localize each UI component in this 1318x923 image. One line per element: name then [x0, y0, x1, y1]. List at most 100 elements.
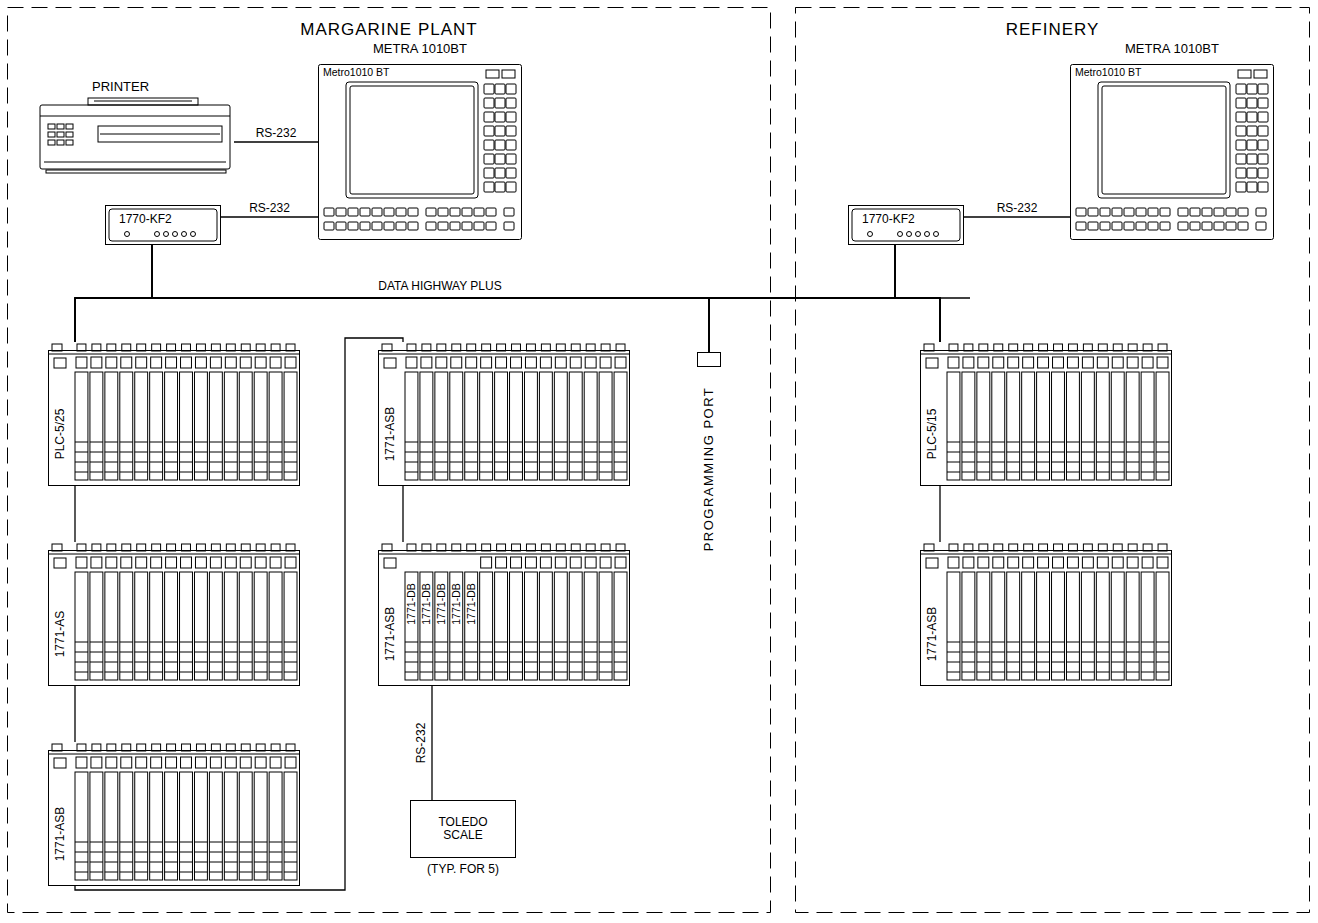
io-module	[569, 572, 582, 680]
module-stripe	[435, 452, 448, 453]
slot-latch	[76, 557, 87, 568]
rack-pin	[1098, 544, 1107, 551]
rack-drawing	[920, 342, 1172, 486]
io-module	[224, 772, 237, 880]
slot-latch	[1023, 557, 1034, 568]
terminal-key	[495, 112, 505, 122]
io-module	[254, 772, 267, 880]
connector	[431, 686, 432, 800]
slot-latch	[1157, 557, 1168, 568]
module-stripe	[569, 642, 582, 643]
printer-key	[66, 124, 73, 129]
slot-latch	[1142, 557, 1153, 568]
slot-latch	[91, 757, 102, 768]
terminal-key	[1236, 98, 1246, 108]
module-stripe	[420, 672, 433, 673]
module-stripe	[1081, 642, 1094, 643]
module-stripe	[1141, 442, 1154, 443]
io-module	[510, 572, 523, 680]
rack-pin	[52, 744, 62, 751]
slot-line	[100, 134, 220, 135]
io-module	[1022, 572, 1035, 680]
slot-latch	[210, 357, 221, 368]
module-stripe	[165, 442, 178, 443]
terminal-key	[372, 222, 382, 230]
module-stripe	[962, 472, 975, 473]
module-stripe	[224, 652, 237, 653]
module-stripe	[450, 452, 463, 453]
io-module	[165, 572, 178, 680]
connector-label: RS-232	[995, 202, 1040, 215]
slot-latch	[963, 357, 974, 368]
rack-connector	[54, 358, 66, 368]
slot-latch	[585, 357, 596, 368]
module-stripe	[962, 662, 975, 663]
rack-pin	[482, 344, 491, 351]
io-module	[480, 572, 493, 680]
slot-latch	[963, 557, 974, 568]
interface-module: 1770-KF2	[105, 205, 221, 245]
module-stripe	[1141, 462, 1154, 463]
io-module	[947, 372, 960, 480]
module-stripe	[1156, 662, 1169, 663]
rack-pin	[286, 744, 295, 751]
terminal-key	[1247, 140, 1257, 150]
module-stripe	[1081, 472, 1094, 473]
slot-latch	[600, 357, 611, 368]
terminal-key	[462, 222, 472, 230]
module-stripe	[1066, 452, 1079, 453]
programming-port: PROGRAMMING PORT	[697, 352, 721, 367]
slot-latch	[1008, 357, 1019, 368]
io-module	[1156, 572, 1169, 680]
module-stripe	[135, 842, 148, 843]
rack-pin	[1009, 344, 1018, 351]
connector	[234, 141, 318, 142]
device-label: 1771-DB	[451, 583, 462, 624]
terminal-key	[450, 222, 460, 230]
module-stripe	[284, 662, 297, 663]
module-stripe	[435, 662, 448, 663]
slot-latch	[540, 357, 551, 368]
io-module	[947, 572, 960, 680]
terminal-key	[484, 98, 494, 108]
module-stripe	[524, 672, 537, 673]
device-label: 1771-DB	[421, 583, 432, 624]
io-module	[435, 572, 448, 680]
terminal-frame	[1071, 65, 1274, 240]
io-module	[90, 372, 103, 480]
terminal-key	[1247, 98, 1257, 108]
status-led	[125, 232, 130, 237]
rack-pin	[122, 344, 131, 351]
module-stripe	[165, 852, 178, 853]
terminal-key	[462, 208, 472, 216]
module-stripe	[584, 472, 597, 473]
io-module	[135, 372, 148, 480]
rack-pin	[167, 344, 176, 351]
module-stripe	[120, 842, 133, 843]
module-stripe	[510, 662, 523, 663]
terminal-key	[384, 208, 394, 216]
rack-drawing	[378, 342, 630, 486]
io-module	[584, 372, 597, 480]
rack-drawing	[48, 342, 300, 486]
module-stripe	[1156, 672, 1169, 673]
rack-pin	[964, 344, 973, 351]
slot-latch	[585, 557, 596, 568]
module-stripe	[495, 472, 508, 473]
module-stripe	[165, 472, 178, 473]
module-stripe	[1022, 662, 1035, 663]
module-stripe	[120, 872, 133, 873]
module-stripe	[962, 452, 975, 453]
rack-chassis	[379, 551, 630, 686]
rack-pin	[512, 344, 521, 351]
device-label: 1771-ASB	[384, 607, 397, 662]
rack-pin	[437, 344, 446, 351]
io-module	[165, 372, 178, 480]
slot-latch	[240, 557, 251, 568]
rack-pin	[1068, 344, 1077, 351]
slot-latch	[496, 557, 507, 568]
terminal-key	[1258, 182, 1268, 192]
rack-pin	[1098, 344, 1107, 351]
module-stripe	[165, 452, 178, 453]
